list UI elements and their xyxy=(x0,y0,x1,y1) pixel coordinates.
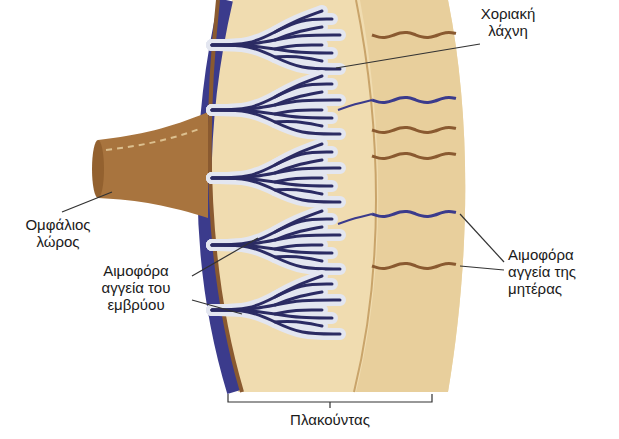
placenta-tissue xyxy=(206,0,466,392)
cord-highlight xyxy=(106,128,202,150)
part-label: Αιμοφόρα αγγεία της μητέρας xyxy=(508,246,613,297)
villus-vessel xyxy=(275,178,322,182)
leader-line xyxy=(336,44,480,68)
villus-vessel xyxy=(275,160,322,173)
villus xyxy=(275,45,322,49)
boundary-line xyxy=(354,0,376,392)
maternal-vessel xyxy=(338,100,372,110)
maternal-vessel xyxy=(372,127,456,132)
villus-vessel xyxy=(275,27,322,40)
villus-vessel xyxy=(275,321,322,326)
villus-vessel xyxy=(275,56,322,61)
villus xyxy=(212,45,340,69)
leader-line xyxy=(62,192,112,212)
leader-line xyxy=(192,238,258,276)
villus-vessel xyxy=(212,310,340,334)
villus xyxy=(275,178,322,182)
villus-vessel xyxy=(212,245,340,269)
maternal-vessel xyxy=(372,32,456,37)
uterine-wall xyxy=(356,0,465,392)
villus xyxy=(275,245,322,249)
maternal-vessel xyxy=(372,211,456,216)
villus-vessel xyxy=(212,45,340,69)
villus-vessel xyxy=(275,121,322,126)
villus-vessel xyxy=(275,292,322,305)
maternal-vessel xyxy=(338,214,372,224)
villus-vessel xyxy=(275,110,322,114)
leader-line xyxy=(460,214,504,262)
leader-line xyxy=(192,300,242,314)
villus xyxy=(275,310,322,314)
villus-vessel xyxy=(212,178,340,202)
villus-vessel xyxy=(275,92,322,105)
umbilical-cord xyxy=(98,112,208,218)
part-label: Αιμοφόρα αγγεία του εμβρύου xyxy=(84,262,188,313)
leader-line xyxy=(460,266,504,270)
villus-vessel xyxy=(275,45,322,49)
maternal-vessels xyxy=(338,32,456,268)
villus-vessel xyxy=(275,245,322,249)
bracket xyxy=(228,394,432,408)
villus-vessel xyxy=(275,227,322,240)
maternal-vessel xyxy=(372,97,456,102)
part-label: Ομφάλιος λώρος xyxy=(18,216,98,250)
fetal-artery xyxy=(210,0,242,392)
villi-group xyxy=(212,11,340,334)
villus xyxy=(275,110,322,114)
villus xyxy=(212,178,340,202)
villus-vessel xyxy=(275,310,322,314)
part-label: Χοριακή λάχνη xyxy=(463,5,553,39)
villus xyxy=(212,245,340,269)
bracket-label: Πλακούντας xyxy=(275,411,385,428)
villus-vessel xyxy=(212,110,340,134)
villus xyxy=(212,310,340,334)
maternal-vessel xyxy=(372,153,456,158)
cord-end xyxy=(92,140,104,198)
maternal-vessel xyxy=(372,263,456,268)
villus-vessel xyxy=(275,189,322,194)
villus xyxy=(212,110,340,134)
villus-vessel xyxy=(275,256,322,261)
